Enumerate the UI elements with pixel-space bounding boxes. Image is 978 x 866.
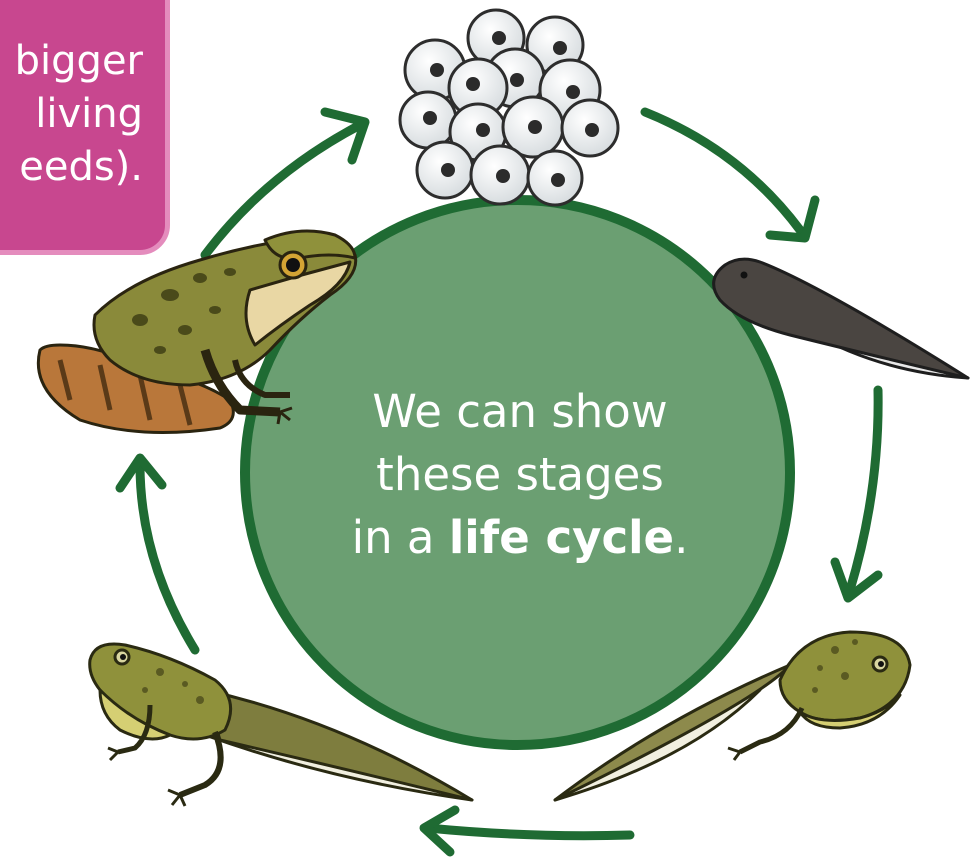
adult-frog-illustration [38, 231, 355, 433]
arrow-froglet-to-frog [120, 458, 195, 650]
tadpole-with-legs-illustration [555, 632, 910, 800]
froglet-illustration [90, 644, 472, 806]
frogspawn-illustration [400, 10, 618, 205]
arrow-spawn-to-tadpole [645, 112, 815, 238]
tadpole-illustration [714, 259, 968, 378]
arrow-legged-to-froglet [424, 810, 630, 852]
arrow-tadpole-to-legged [835, 390, 878, 598]
